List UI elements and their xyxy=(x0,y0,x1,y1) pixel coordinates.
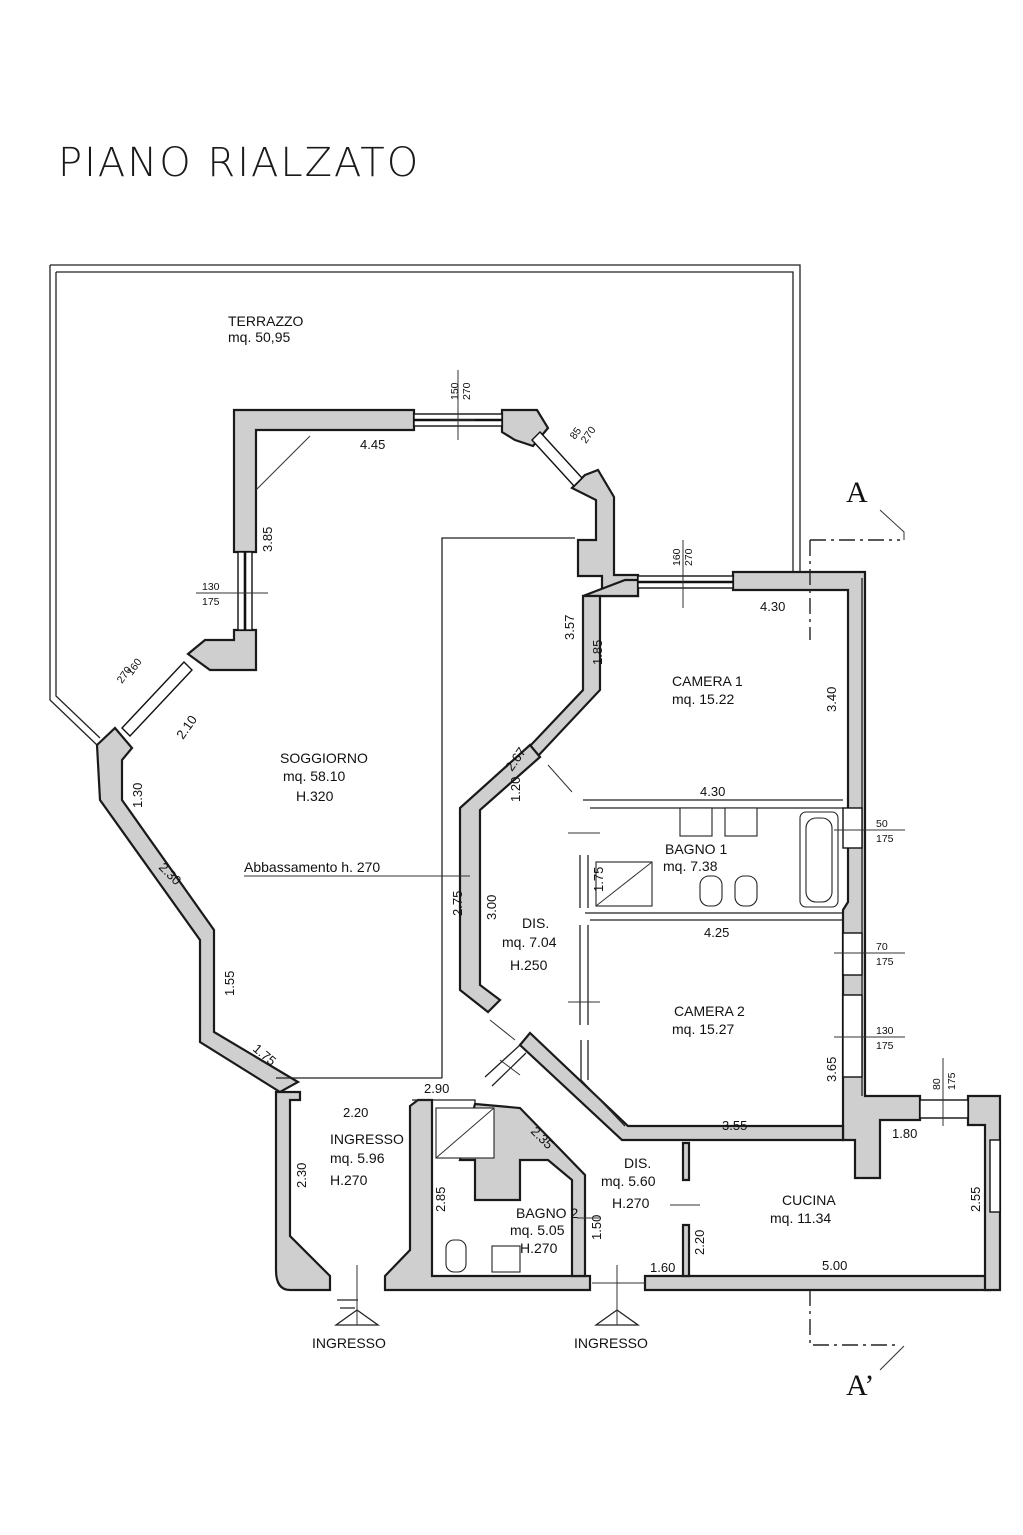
camera1-name: CAMERA 1 xyxy=(672,673,743,689)
window9-width: 80 xyxy=(931,1078,943,1090)
dim-2-85: 2.85 xyxy=(433,1187,448,1212)
dim-2-30b: 2.30 xyxy=(294,1163,309,1188)
dim-5-00: 5.00 xyxy=(822,1258,847,1273)
dim-3-57: 3.57 xyxy=(562,615,577,640)
soggiorno-area: mq. 58.10 xyxy=(283,768,345,784)
bagno1-area: mq. 7.38 xyxy=(663,858,718,874)
dim-2-10: 2.10 xyxy=(173,712,200,741)
window9-height: 175 xyxy=(946,1072,958,1090)
dis1-name: DIS. xyxy=(522,915,549,931)
terrace-outline xyxy=(49,264,801,746)
window7-height: 175 xyxy=(876,956,894,968)
dim-3-85: 3.85 xyxy=(260,527,275,552)
dim-1-50: 1.50 xyxy=(589,1215,604,1240)
camera1-area: mq. 15.22 xyxy=(672,691,734,707)
window1-width: 150 xyxy=(449,382,461,400)
dim-1-85: 1.85 xyxy=(590,640,605,665)
camera2-area: mq. 15.27 xyxy=(672,1021,734,1037)
dim-3-40: 3.40 xyxy=(824,687,839,712)
camera2-name: CAMERA 2 xyxy=(674,1003,745,1019)
bagno2-area: mq. 5.05 xyxy=(510,1222,565,1238)
entrance-label-2: INGRESSO xyxy=(574,1335,648,1351)
window6-width: 50 xyxy=(876,818,888,830)
dis1-area: mq. 7.04 xyxy=(502,934,557,950)
dim-2-20b: 2.20 xyxy=(692,1230,707,1255)
section-line: A A’ xyxy=(809,476,905,1402)
bagno2-name: BAGNO 2 xyxy=(516,1205,578,1221)
window1-height: 270 xyxy=(461,382,473,400)
soggiorno-name: SOGGIORNO xyxy=(280,750,368,766)
window3-width: 160 xyxy=(671,548,683,566)
window6-height: 175 xyxy=(876,833,894,845)
window2-height: 270 xyxy=(579,424,599,445)
entrance-markers: INGRESSO INGRESSO xyxy=(312,1265,648,1351)
dim-1-20: 1.20 xyxy=(508,777,523,802)
dis2-height: H.270 xyxy=(612,1195,650,1211)
dim-4-45: 4.45 xyxy=(360,437,385,452)
dis1-height: H.250 xyxy=(510,957,548,973)
windows xyxy=(121,413,1001,1213)
dim-4-30a: 4.30 xyxy=(760,599,785,614)
window8-height: 175 xyxy=(876,1040,894,1052)
ingresso-area: mq. 5.96 xyxy=(330,1150,385,1166)
dim-2-20a: 2.20 xyxy=(343,1105,368,1120)
bagno1-name: BAGNO 1 xyxy=(665,841,727,857)
dim-2-90: 2.90 xyxy=(424,1081,449,1096)
ingresso-height: H.270 xyxy=(330,1172,368,1188)
bathroom-fixtures xyxy=(255,435,839,1273)
section-label-a: A xyxy=(846,476,868,509)
dim-1-60: 1.60 xyxy=(650,1260,675,1275)
dim-3-55: 3.55 xyxy=(722,1118,747,1133)
bagno2-height: H.270 xyxy=(520,1240,558,1256)
dim-1-75b: 1.75 xyxy=(591,867,606,892)
soggiorno-height: H.320 xyxy=(296,788,334,804)
cucina-name: CUCINA xyxy=(782,1192,836,1208)
dimension-labels: 4.45 3.85 2.10 1.30 2.30 1.55 1.75 3.57 … xyxy=(130,437,983,1275)
window4-height: 175 xyxy=(202,596,220,608)
plan-title: PIANO RIALZATO xyxy=(58,140,420,186)
walls xyxy=(95,408,1002,1292)
cucina-area: mq. 11.34 xyxy=(770,1210,831,1226)
window7-width: 70 xyxy=(876,941,888,953)
entrance-label-1: INGRESSO xyxy=(312,1335,386,1351)
window4-width: 130 xyxy=(202,581,220,593)
dim-4-25: 4.25 xyxy=(704,925,729,940)
window3-height: 270 xyxy=(683,548,695,566)
ingresso-name: INGRESSO xyxy=(330,1131,404,1147)
door-ticks xyxy=(489,764,700,1219)
dim-1-30: 1.30 xyxy=(130,783,145,808)
dim-3-00: 3.00 xyxy=(484,895,499,920)
terrazzo-name: TERRAZZO xyxy=(228,313,304,329)
soggiorno-note: Abbassamento h. 270 xyxy=(244,859,380,875)
dim-2-75: 2.75 xyxy=(450,891,465,916)
dim-1-80: 1.80 xyxy=(892,1126,917,1141)
dim-1-55: 1.55 xyxy=(222,971,237,996)
dis2-area: mq. 5.60 xyxy=(601,1173,656,1189)
dis2-name: DIS. xyxy=(624,1155,651,1171)
dim-2-55: 2.55 xyxy=(968,1187,983,1212)
dim-4-30b: 4.30 xyxy=(700,784,725,799)
terrazzo-area: mq. 50,95 xyxy=(228,329,290,345)
dim-3-65: 3.65 xyxy=(824,1057,839,1082)
section-label-a-prime: A’ xyxy=(846,1369,874,1402)
window8-width: 130 xyxy=(876,1025,894,1037)
room-labels: TERRAZZO mq. 50,95 SOGGIORNO mq. 58.10 H… xyxy=(228,313,836,1256)
